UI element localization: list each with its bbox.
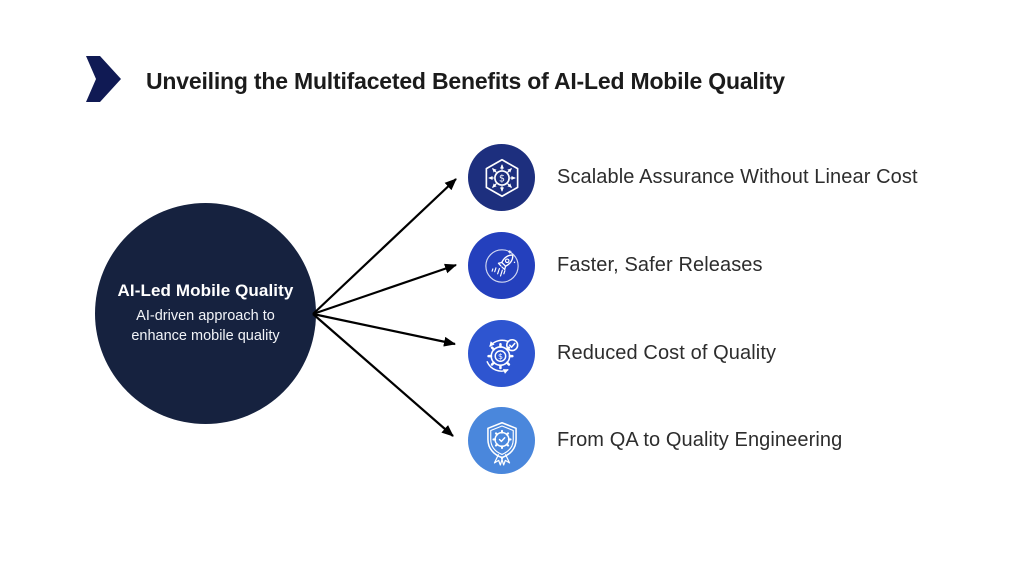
benefit-label: From QA to Quality Engineering: [557, 429, 843, 451]
chevron-right-icon: [84, 56, 124, 102]
page-title: Unveiling the Multifaceted Benefits of A…: [146, 68, 785, 94]
benefit-icon-circle-3: $: [468, 320, 535, 387]
benefit-icon-circle-4: [468, 407, 535, 474]
svg-text:$: $: [499, 173, 505, 184]
benefit-icon-circle-2: [468, 232, 535, 299]
benefit-label: Faster, Safer Releases: [557, 254, 763, 276]
svg-text:$: $: [497, 352, 502, 361]
hub-subtitle: AI-driven approach to enhance mobile qua…: [131, 308, 280, 344]
benefit-label: Scalable Assurance Without Linear Cost: [557, 166, 918, 188]
benefit-row-faster-releases: Faster, Safer Releases: [468, 232, 763, 299]
hub-title: AI-Led Mobile Quality: [117, 281, 294, 300]
benefit-row-reduced-cost: $ Reduced Cost of Quality: [468, 320, 776, 387]
shield-gear-ribbon-icon: [486, 421, 517, 466]
header: Unveiling the Multifaceted Benefits of A…: [0, 0, 1024, 120]
rocket-launch-icon: [484, 248, 519, 283]
gear-dollar-check-icon: $: [485, 338, 518, 374]
benefit-label: Reduced Cost of Quality: [557, 342, 777, 364]
benefit-row-scalable-assurance: $ Scalable Assurance Without Linear Cost: [468, 144, 918, 211]
scalability-dollar-hexagon-icon: $: [485, 158, 518, 197]
benefit-row-quality-engineering: From QA to Quality Engineering: [468, 407, 842, 474]
benefit-icon-circle-1: $: [468, 144, 535, 211]
hub-circle: AI-Led Mobile Quality AI-driven approach…: [95, 203, 316, 424]
